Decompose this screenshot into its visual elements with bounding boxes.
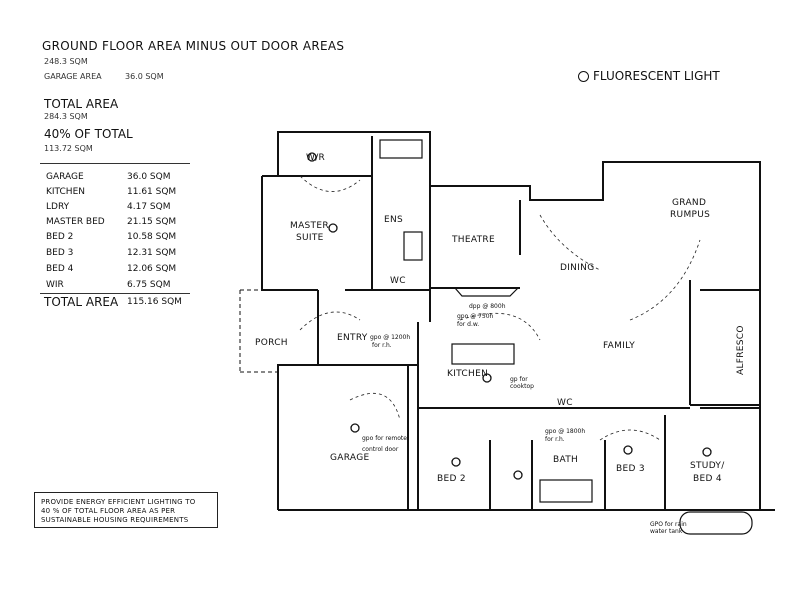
room-label-dining: DINING [560,263,594,273]
room-label-study: STUDY/ [690,461,725,471]
shower-fixture [403,231,423,261]
total-area-label: TOTAL AREA [44,97,119,111]
room-label-family: FAMILY [603,341,635,351]
wiring-line [349,392,401,421]
room-label-garage: GARAGE [330,453,369,463]
table-top-rule [40,163,190,164]
table-row-name: WIR [46,280,64,290]
annotation: gp for [510,376,528,383]
table-row-name: MASTER BED [46,217,105,227]
table-row-name: LDRY [46,202,70,212]
annotation: for r.h. [545,436,565,443]
table-total-value: 115.16 SQM [127,297,182,307]
note-line: PROVIDE ENERGY EFFICIENT LIGHTING TO [41,498,196,506]
table-bottom-rule [40,293,190,294]
table-row-value: 4.17 SQM [127,202,171,212]
table-row-value: 10.58 SQM [127,232,177,242]
note-line: 40 % OF TOTAL FLOOR AREA AS PER [41,507,176,515]
room-label-wc2: WC [557,398,573,408]
theatre-bay [454,287,519,297]
fluorescent-light-icon [482,373,492,383]
room-label-suite: SUITE [296,233,324,243]
table-row-name: GARAGE [46,172,84,182]
room-label-bed2: BED 2 [437,474,466,484]
kitchen-island [451,343,515,365]
floor-area-value: 248.3 SQM [44,57,88,66]
annotation: gpo @ 750h [457,313,494,320]
annotation: control door [362,446,399,453]
table-row-name: BED 4 [46,264,74,274]
room-label-grand: GRAND [672,198,706,208]
legend-label: FLUORESCENT LIGHT [593,69,720,83]
annotation: water tank [650,528,683,535]
wall [262,131,431,186]
room-label-ens: ENS [384,215,403,225]
annotation: gpo for remote [362,435,407,442]
ensuite-bath-fixture [379,139,423,159]
table-row-name: KITCHEN [46,187,85,197]
room-label-rumpus: RUMPUS [670,210,710,220]
percent-label: 40% OF TOTAL [44,127,133,141]
table-row-value: 12.06 SQM [127,264,177,274]
table-row-value: 11.61 SQM [127,187,177,197]
fluorescent-light-symbol-icon [578,71,589,82]
annotation: dpp @ 800h [469,303,506,310]
room-label-entry: ENTRY [337,333,368,343]
annotation: for r.h. [372,342,392,349]
wiring-line [299,175,361,192]
note-line: SUSTAINABLE HOUSING REQUIREMENTS [41,516,189,524]
plan-title: GROUND FLOOR AREA MINUS OUT DOOR AREAS [42,39,345,53]
wiring-line [539,214,601,271]
room-label-wc: WC [390,276,406,286]
room-label-porch: PORCH [255,338,288,348]
table-row-value: 12.31 SQM [127,248,177,258]
wiring-line [459,313,541,341]
fluorescent-light-icon [350,423,360,433]
room-label-master: MASTER [290,221,329,231]
fluorescent-light-icon [451,457,461,467]
room-label-bed3: BED 3 [616,464,645,474]
annotation: cooktop [510,383,534,390]
bath-fixture [539,479,593,503]
fluorescent-light-icon [307,152,317,162]
wiring-line [599,429,661,441]
garage-area-value: 36.0 SQM [125,72,164,81]
annotation: for d.w. [457,321,479,328]
room-label-bath: BATH [553,455,578,465]
lighting-note-box: PROVIDE ENERGY EFFICIENT LIGHTING TO 40 … [34,492,218,528]
wiring-line [629,239,701,321]
wall [430,161,761,291]
table-row-name: BED 3 [46,248,74,258]
fluorescent-light-icon [702,447,712,457]
wiring-line [299,311,361,331]
room-label-wir: W/R [306,153,325,163]
table-row-value: 36.0 SQM [127,172,171,182]
table-row-value: 6.75 SQM [127,280,171,290]
room-label-theatre: THEATRE [451,235,495,245]
table-total-label: TOTAL AREA [44,295,119,309]
rain-water-tank [679,511,753,535]
annotation: GPO for rain [650,521,687,528]
room-label-kitchen: KITCHEN [447,369,488,379]
table-row-value: 21.15 SQM [127,217,177,227]
annotation: gpo @ 1200h [370,334,410,341]
fluorescent-light-icon [513,470,523,480]
table-row-name: BED 2 [46,232,74,242]
room-label-bed4: BED 4 [693,474,722,484]
wall [277,290,319,510]
fluorescent-light-icon [328,223,338,233]
total-area-value: 284.3 SQM [44,112,88,121]
room-label-alfresco: ALFRESCO [736,325,746,375]
garage-area-label: GARAGE AREA [44,72,102,81]
fluorescent-light-icon [623,445,633,455]
annotation: gpo @ 1800h [545,428,585,435]
percent-value: 113.72 SQM [44,144,93,153]
